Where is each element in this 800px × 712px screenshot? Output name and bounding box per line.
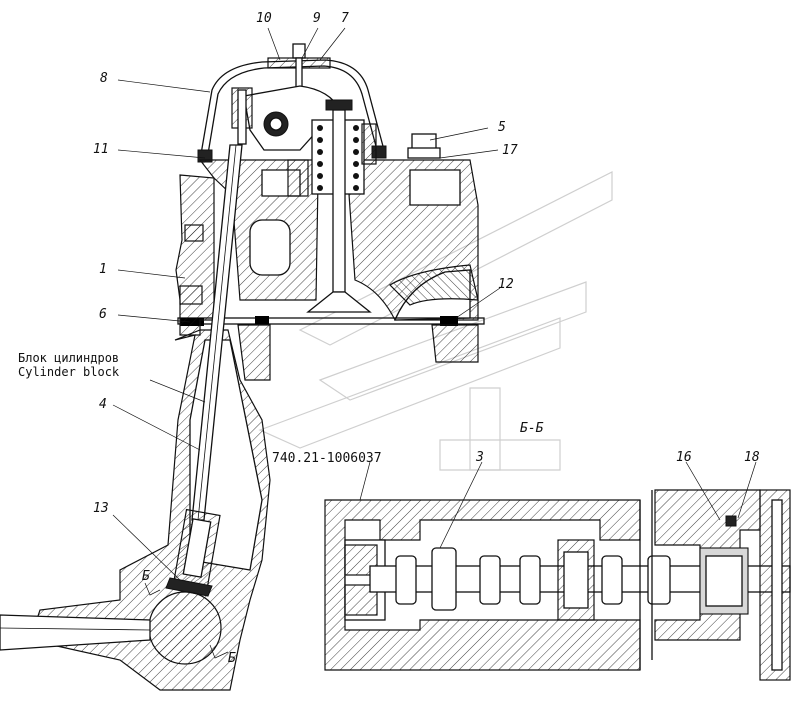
label-cylinder-block-ru: Блок цилиндров: [18, 351, 119, 365]
callout-13: 13: [93, 501, 109, 516]
callout-1: 1: [99, 262, 107, 277]
labels: Блок цилиндров Cylinder block 740.21-100…: [18, 351, 544, 666]
label-cylinder-block-en: Cylinder block: [18, 365, 120, 379]
callout-17: 17: [502, 143, 518, 158]
leader-lines: [112, 27, 757, 581]
callout-18: 18: [744, 450, 760, 465]
callout-11: 11: [93, 142, 109, 157]
callout-4: 4: [99, 397, 107, 412]
callout-12: 12: [498, 277, 514, 292]
callout-5: 5: [498, 120, 506, 135]
callout-3: 3: [475, 450, 484, 465]
section-mark-bottom: Б: [228, 651, 236, 666]
callout-16: 16: [676, 450, 692, 465]
section-mark-top: Б: [142, 569, 150, 584]
cover-bolt: [267, 43, 331, 93]
head-bolt: [407, 133, 441, 159]
section-bb: [324, 489, 791, 681]
callout-7: 7: [341, 11, 349, 26]
valve: [306, 99, 372, 313]
callouts: 10 9 7 8 11 5 17 1 12 6 4 13 3 16 18: [93, 11, 760, 516]
callout-8: 8: [100, 71, 108, 86]
cylinder-head: [198, 159, 479, 321]
rocker-arm: [231, 85, 341, 197]
tappet: [165, 508, 221, 597]
label-part-number: 740.21-1006037: [272, 451, 382, 466]
camshaft-lobe: [0, 582, 229, 665]
callout-9: 9: [313, 11, 321, 26]
callout-6: 6: [99, 307, 107, 322]
label-section-title: Б-Б: [520, 421, 544, 436]
callout-10: 10: [256, 11, 272, 26]
